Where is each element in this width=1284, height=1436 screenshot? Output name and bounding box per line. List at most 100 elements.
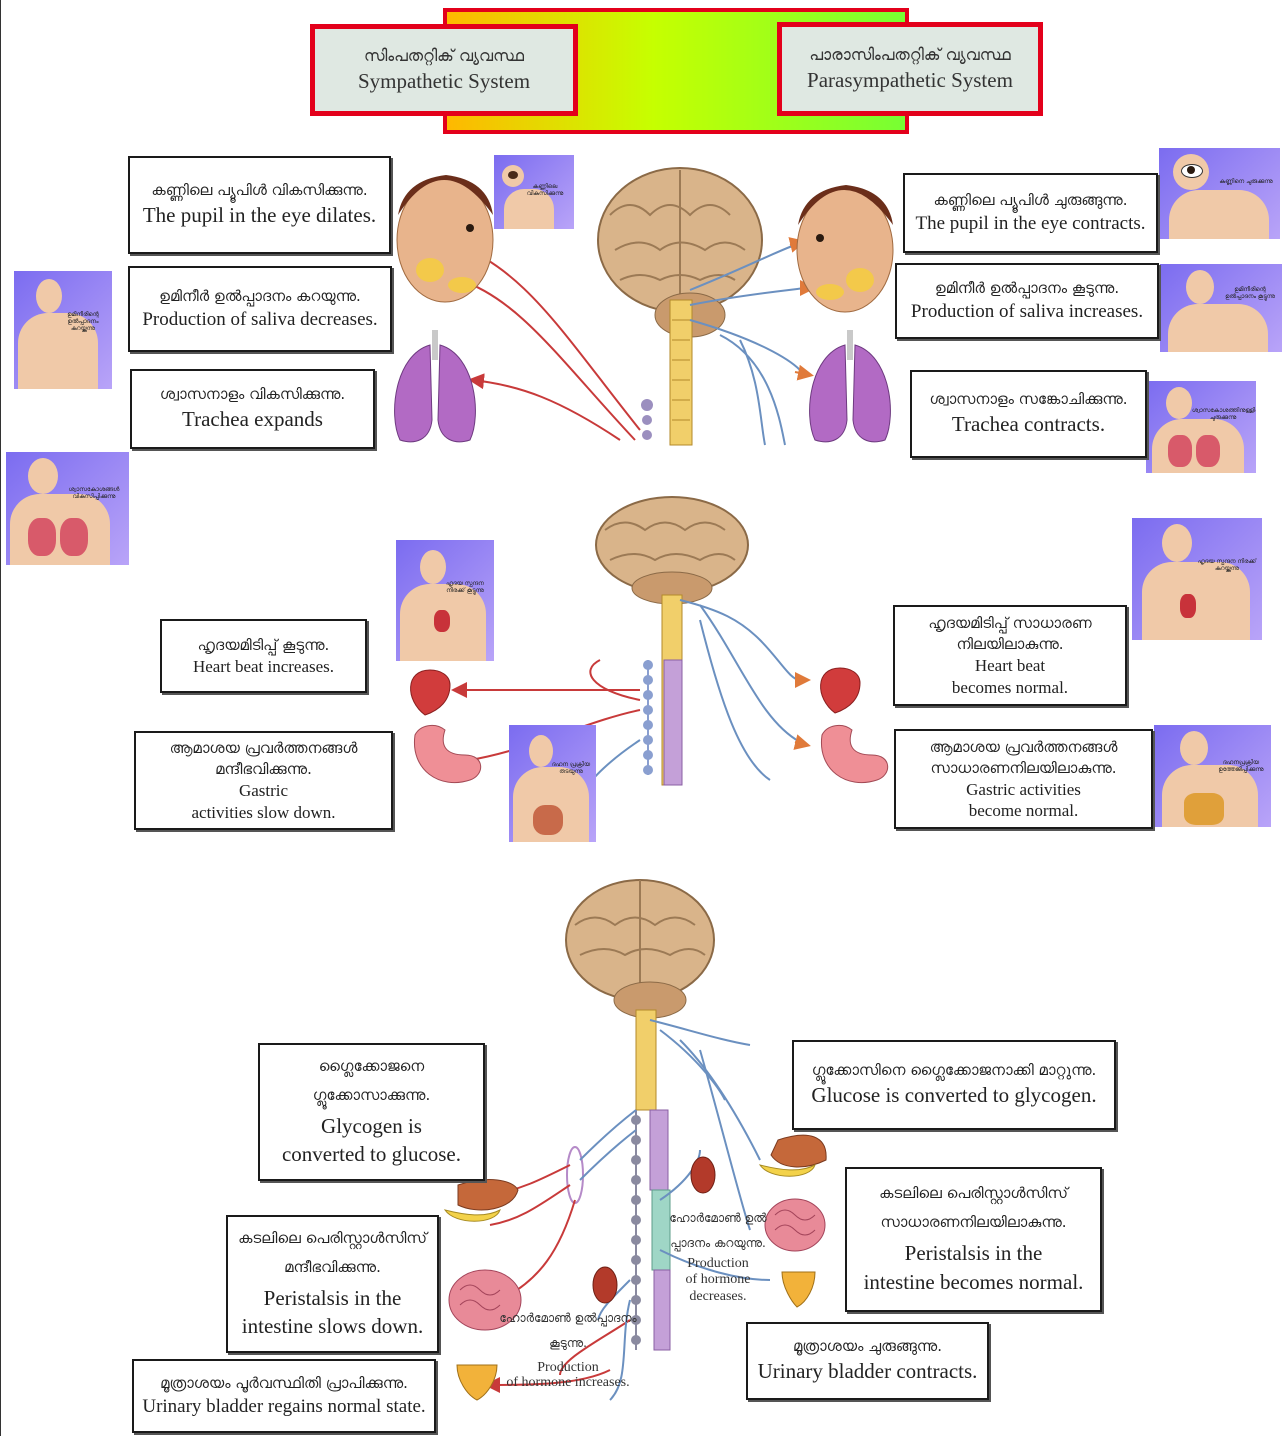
sym-peristalsis-en1: Peristalsis in the [263,1285,402,1310]
para-peristalsis-en2: intestine becomes normal. [863,1269,1084,1294]
thumb-lungs-expand: ശ്വാസകോശങ്ങൾ വികസിപ്പിക്കുന്നു [6,452,129,565]
sym-glycogen-ml2: ഗ്ലൂക്കോസാക്കുന്നു. [312,1085,431,1104]
sym-saliva-en: Production of saliva decreases. [142,308,378,330]
intestine-right [764,1198,826,1252]
para-eye-en: The pupil in the eye contracts. [915,212,1146,234]
celiac-ganglion [566,1146,584,1204]
para-hormone-label: ഹോർമോൺ ഉൽ പ്പാദനം കറയുന്നു. Production o… [668,1210,768,1306]
para-peristalsis-ml1: കടലിലെ പെരിസ്റ്റാൾസിസ് [879,1184,1068,1203]
thumb-heart-increase-caption: ഹൃദയ സ്പന്ദന നിരക്ക് കൂട്ടുന്നു [446,580,484,595]
para-gastric-en1: Gastric activities [966,779,1081,799]
thumb-eye-dilate-caption: കണ്ണിലെ വികസിക്കുന്നു [526,183,564,198]
bladder-left [456,1364,498,1401]
sym-heart-ml: ഹൃദയമിടിപ്പ് കൂടുന്നു. [197,635,330,654]
sym-glycogen-box: ഗ്ലൈക്കോജനെ ഗ്ലൂക്കോസാക്കുന്നു. Glycogen… [258,1043,485,1181]
sym-peristalsis-ml1: കടലിലെ പെരിസ്റ്റാൾസിസ് [238,1228,427,1247]
sym-heart-box: ഹൃദയമിടിപ്പ് കൂടുന്നു. Heart beat increa… [160,619,367,693]
sym-eye-ml: കണ്ണിലെ പ്യൂപിൾ വികസിക്കുന്നു. [151,181,368,200]
sym-saliva-box: ഉമിനീർ ഉൽപ്പാദനം കറയുന്നു. Production of… [128,266,392,352]
para-saliva-en: Production of saliva increases. [910,300,1144,322]
para-gastric-box: ആമാശയ പ്രവർത്തനങ്ങൾ സാധാരണനിലയിലാകുന്നു.… [894,729,1153,829]
para-saliva-box: ഉമിനീർ ഉൽപ്പാദനം കൂടുന്നു. Production of… [895,263,1159,339]
thumb-saliva-increase: ഉമിനീരിന്റെ ഉൽപ്പാദനം കൂട്ടുന്നു [1160,264,1282,352]
para-heart-en2: becomes normal. [951,677,1069,697]
para-hormone-en1: Production [687,1255,749,1271]
sym-peristalsis-box: കടലിലെ പെരിസ്റ്റാൾസിസ് മന്ദീഭവിക്കുന്നു.… [226,1215,439,1353]
para-hormone-ml1: ഹോർമോൺ ഉൽ [669,1211,767,1225]
para-bladder-ml: മൂത്രാശയം ചുരുങ്ങുന്നു. [792,1337,943,1356]
para-bladder-en: Urinary bladder contracts. [757,1359,978,1384]
thumb-digestion-stimulate: ദഹനപ്രക്രിയ ഉത്തേജിപ്പിക്കുന്നു [1154,725,1271,827]
sym-trachea-box: ശ്വാസനാളം വികസിക്കുന്നു. Trachea expands [130,369,375,449]
para-hormone-en3: decreases. [689,1289,747,1305]
heart-left [410,669,451,716]
thumb-heart-decrease: ഹൃദയ സ്പന്ദന നിരക്ക് കുറയ്ക്കുന്നു [1132,518,1262,640]
thumb-lungs-contract: ശ്വാസകോശത്തിനുള്ളിലെ ചുരുക്കുന്നു [1146,381,1256,473]
para-eye-box: കണ്ണിലെ പ്യൂപിൾ ചുരുങ്ങുന്നു. The pupil … [903,173,1158,253]
para-bladder-box: മൂത്രാശയം ചുരുങ്ങുന്നു. Urinary bladder … [746,1322,989,1400]
sympathetic-ganglia-top [641,399,653,440]
para-gastric-ml2: സാധാരണനിലയിലാകുന്നു. [930,758,1117,777]
para-hormone-ml2: പ്പാദനം കറയുന്നു. [670,1235,766,1250]
para-gastric-en2: become normal. [968,801,1079,820]
face-right [796,185,894,313]
liver-right [758,1134,827,1177]
sym-trachea-en: Trachea expands [182,407,323,432]
parasympathetic-title-box: പാരാസിംപതറ്റിക് വ്യവസ്ഥ Parasympathetic … [777,22,1043,116]
para-trachea-en: Trachea contracts. [951,412,1106,437]
heart-right [820,667,861,714]
sym-gastric-box: ആമാശയ പ്രവർത്തനങ്ങൾ മന്ദീഭവിക്കുന്നു. Ga… [134,731,393,830]
brain-middle [595,496,749,605]
sym-peristalsis-ml2: മന്ദീഭവിക്കുന്നു. [284,1257,381,1276]
kidney-right [690,1156,716,1194]
thumb-lungs-contract-caption: ശ്വാസകോശത്തിനുള്ളിലെ ചുരുക്കുന്നു [1192,407,1256,422]
para-glucose-en: Glucose is converted to glycogen. [811,1083,1097,1108]
face-left [396,175,494,303]
sym-gastric-ml2: മന്ദീഭവിക്കുന്നു. [215,760,312,779]
thumb-digestion-stop: ദഹന പ്രക്രിയ തടയുന്നു [509,725,596,842]
thumb-digestion-stimulate-caption: ദഹനപ്രക്രിയ ഉത്തേജിപ്പിക്കുന്നു [1218,759,1264,774]
spinal-cord-bottom [635,1009,657,1111]
lungs-left [394,330,476,443]
liver-left [443,1179,519,1222]
kidney-left [592,1266,618,1304]
parasympathetic-title-en: Parasympathetic System [807,68,1013,93]
sym-eye-box: കണ്ണിലെ പ്യൂപിൾ വികസിക്കുന്നു. The pupil… [128,156,391,254]
parasympathetic-nerves-middle [589,599,801,786]
stomach-left [413,724,482,784]
sym-glycogen-ml1: ഗ്ലൈക്കോജനെ [318,1056,425,1075]
para-glucose-box: ഗ്ലൂക്കോസിനെ ഗ്ലൈക്കോജനാക്കി മാറ്റുന്നു.… [792,1040,1116,1130]
para-eye-ml: കണ്ണിലെ പ്യൂപിൾ ചുരുങ്ങുന്നു. [933,190,1128,209]
para-peristalsis-ml2: സാധാരണനിലയിലാകുന്നു. [880,1213,1067,1232]
para-hormone-en2: of hormone [685,1272,751,1288]
lungs-right [809,330,891,443]
brain-bottom [565,879,715,1019]
para-gastric-ml1: ആമാശയ പ്രവർത്തനങ്ങൾ [929,737,1118,756]
para-peristalsis-en1: Peristalsis in the [904,1241,1043,1266]
para-trachea-box: ശ്വാസനാളം സങ്കോചിക്കുന്നു. Trachea contr… [910,370,1147,458]
sympathetic-title-ml: സിംപതറ്റിക് വ്യവസ്ഥ [364,45,524,65]
intestine-left [448,1269,522,1331]
sym-hormone-ml2: കൂടുന്നു. [549,1335,587,1350]
para-heart-box: ഹൃദയമിടിപ്പ് സാധാരണ നിലയിലാകുന്നു. Heart… [893,605,1127,706]
sym-bladder-box: മൂത്രാശയം പൂർവസ്ഥിതി പ്രാപിക്കുന്നു. Uri… [132,1359,436,1433]
thumb-saliva-decrease-caption: ഉമിനീരിന്റെ ഉൽപ്പാദനം കുറയ്ക്കുന്നു [67,311,99,333]
para-trachea-ml: ശ്വാസനാളം സങ്കോചിക്കുന്നു. [929,390,1128,409]
para-heart-ml1: ഹൃദയമിടിപ്പ് സാധാരണ [928,614,1092,633]
sym-gastric-en1: Gastric [238,781,289,801]
sym-bladder-en: Urinary bladder regains normal state. [142,1395,426,1417]
parasympathetic-nerves-bottom [579,1019,771,1401]
sym-peristalsis-en2: intestine slows down. [241,1314,424,1338]
thumb-eye-contract-caption: കണ്ണിനെ ചുരുക്കുന്നു [1219,178,1273,185]
page-left-border [0,0,1,1436]
para-saliva-ml: ഉമിനീർ ഉൽപ്പാദനം കൂടുന്നു. [934,278,1120,297]
sym-trachea-ml: ശ്വാസനാളം വികസിക്കുന്നു. [159,385,346,404]
thumb-saliva-decrease: ഉമിനീരിന്റെ ഉൽപ്പാദനം കുറയ്ക്കുന്നു [14,271,112,389]
bladder-right [781,1271,816,1308]
sym-hormone-en2: of hormone increases. [506,1374,630,1390]
sym-eye-en: The pupil in the eye dilates. [142,203,377,228]
sym-hormone-en1: Production [537,1359,599,1375]
thumb-eye-dilate: കണ്ണിലെ വികസിക്കുന്നു [494,155,574,229]
sym-hormone-label: ഹോർമോൺ ഉൽപ്പാദനം കൂടുന്നു. Production of… [498,1310,638,1390]
